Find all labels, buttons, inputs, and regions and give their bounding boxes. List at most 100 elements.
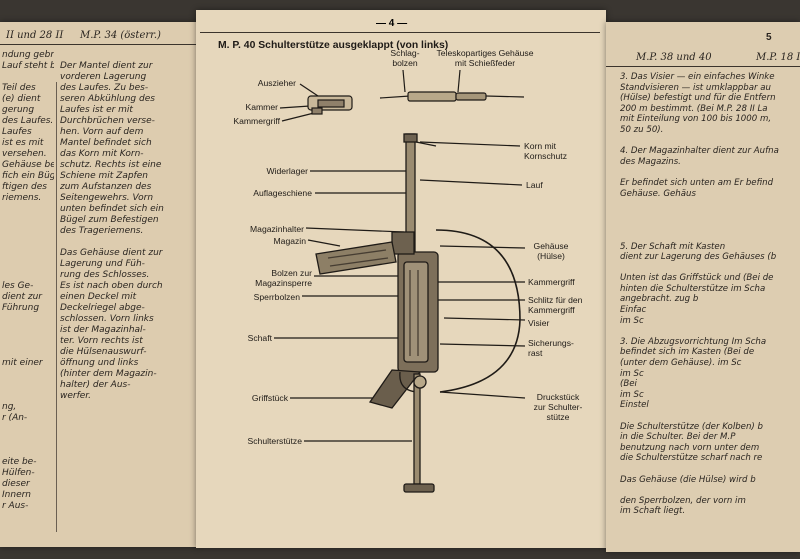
label-kammergriff-left: Kammergriff [233, 116, 280, 126]
text-line: dient zur [2, 292, 42, 302]
text-line: rung des Schlosses. [60, 270, 150, 280]
text-line: die Hülsenauswurf- [60, 347, 147, 357]
text-line: 3. Die Abzugsvorrichtung Im Scha [620, 336, 767, 347]
text-line: Seitengewehrs. Vorn [60, 193, 154, 203]
text-line: im Sc [620, 315, 644, 326]
text-line: versehen. [2, 149, 47, 159]
text-line: gerung [2, 105, 35, 115]
text-line: Gehäuse. Gehäus [620, 188, 696, 199]
label-griffstueck: Griffstück [251, 393, 288, 403]
center-header-rule [200, 32, 600, 33]
text-line: Laufes ist er mit [60, 105, 133, 115]
text-line: den Sperrbolzen, der vorn im [620, 495, 746, 506]
label-sperrbolzen: Sperrbolzen [253, 292, 300, 302]
text-line: des Magazins. [620, 156, 681, 167]
text-line: im Sc [620, 389, 644, 400]
text-line: ter. Vorn rechts ist [60, 336, 143, 346]
text-line: des Laufes. [2, 116, 54, 126]
text-line: ist der Magazinhal- [60, 325, 146, 335]
text-line: Lauf steht beim Schießen fest. [2, 61, 54, 71]
text-line: mit Einteilung von 100 bis 1000 m, [620, 114, 772, 125]
text-line: Unten ist das Griffstück und (Bei de [620, 273, 774, 284]
text-line: (unter dem Gehäuse). im Sc [620, 358, 742, 369]
text-line: fich ein Bügel [2, 171, 54, 181]
text-line: Er befindet sich unten am Er befind [620, 177, 774, 188]
text-line: das Korn mit Korn- [60, 149, 144, 159]
label-schulterstuetze: Schulterstütze [247, 436, 302, 446]
label-magazin: Magazin [273, 236, 306, 246]
label-schaft: Schaft [247, 333, 272, 343]
text-line: einen Deckel mit [60, 292, 137, 302]
text-line: 4. Der Magazinhalter dient zur Aufna [620, 146, 779, 157]
text-line: benutzung nach vorn unter dem [620, 442, 760, 453]
header-rule [0, 44, 196, 45]
label-auszieher: Auszieher [257, 78, 296, 88]
text-line: zum Aufstanzen des [60, 182, 152, 192]
text-line: vorderen Lagerung [60, 72, 147, 82]
spring-part-drawing [379, 91, 525, 102]
text-line: (Hülse) befestigt und für die Entfern [620, 93, 776, 104]
text-line: r Aus- [2, 501, 29, 511]
text-line: 5. Der Schaft mit Kasten [620, 241, 726, 252]
text-line: Es ist nach oben durch [60, 281, 163, 291]
text-line: schutz. Rechts ist eine [60, 160, 162, 170]
text-line: hinten die Schulterstütze im Scha [620, 283, 766, 294]
left-page: II und 28 II M.P. 34 (österr.) ndung geb… [0, 22, 198, 547]
text-line: dient zur Lagerung des Gehäuses (b [620, 252, 777, 263]
text-line: Lagerung und Füh- [60, 259, 145, 269]
label-kammer: Kammer [245, 102, 278, 112]
label-lauf: Lauf [526, 180, 543, 190]
right-page-header-right: M.P. 18 I [756, 52, 800, 63]
text-line: Das Gehäuse dient zur [60, 248, 163, 258]
text-line: Einfac [620, 305, 647, 316]
label-gehaeuse-huelse: Gehäuse(Hülse) [533, 241, 569, 261]
bolt-part-drawing [307, 95, 353, 115]
text-line: Das Gehäuse (die Hülse) wird b [620, 474, 756, 485]
text-line: befindet sich im Kasten (Bei de [620, 347, 755, 358]
text-line: Die Schulterstütze (der Kolben) b [620, 421, 763, 432]
text-line: Deckelriegel abge- [60, 303, 145, 313]
text-line: Standvisieren — ist umklappbar au [620, 82, 771, 93]
text-line: (e) dient [2, 94, 41, 104]
text-line: (hinter dem Magazin- [60, 369, 157, 379]
left-page-header: II und 28 II [6, 30, 64, 41]
text-line: schlossen. Vorn links [60, 314, 154, 324]
text-line: in die Schulter. Bei der M.P [620, 432, 736, 443]
text-line: (Bei [620, 379, 637, 390]
text-line: ist es mit [2, 138, 44, 148]
text-line: 3. Das Visier — ein einfaches Winke [620, 72, 775, 82]
text-line: im Schaft liegt. [620, 506, 686, 517]
text-line: angebracht. zug b [620, 294, 699, 305]
label-sicherungsrast: Sicherungs-rast [528, 338, 574, 358]
text-line: Gehäuse be- [2, 160, 54, 170]
right-page: 5 M.P. 38 und 40 M.P. 18 I 3. Das Visier… [606, 22, 800, 552]
text-line: Führung [2, 303, 40, 313]
text-line: 200 m bestimmt. (Bei M.P. 28 II La [620, 103, 768, 114]
text-line: seren Abkühlung des [60, 94, 155, 104]
text-line: ng, [2, 402, 17, 412]
text-line: Mantel befindet sich [60, 138, 152, 148]
label-visier: Visier [528, 318, 550, 328]
text-line: mit einer [2, 358, 43, 368]
label-widerlager: Widerlager [266, 166, 308, 176]
text-line: dieser [2, 479, 30, 489]
text-line: Durchbrüchen verse- [60, 116, 155, 126]
text-line: öffnung und links [60, 358, 139, 368]
header-rule [606, 66, 800, 67]
text-line: Laufes [2, 127, 32, 137]
text-line: r (An- [2, 413, 28, 423]
text-line: unten befindet sich ein [60, 204, 164, 214]
right-page-number: 5 [766, 32, 772, 43]
text-line: ndung gebracht und dem Geschoß [2, 50, 54, 60]
text-line: des Laufes. Zu bes- [60, 83, 149, 93]
label-schlagbolzen: Schlag-bolzen [390, 48, 420, 68]
right-page-header: M.P. 38 und 40 [636, 52, 712, 63]
label-magazinhalter: Magazinhalter [250, 224, 304, 234]
